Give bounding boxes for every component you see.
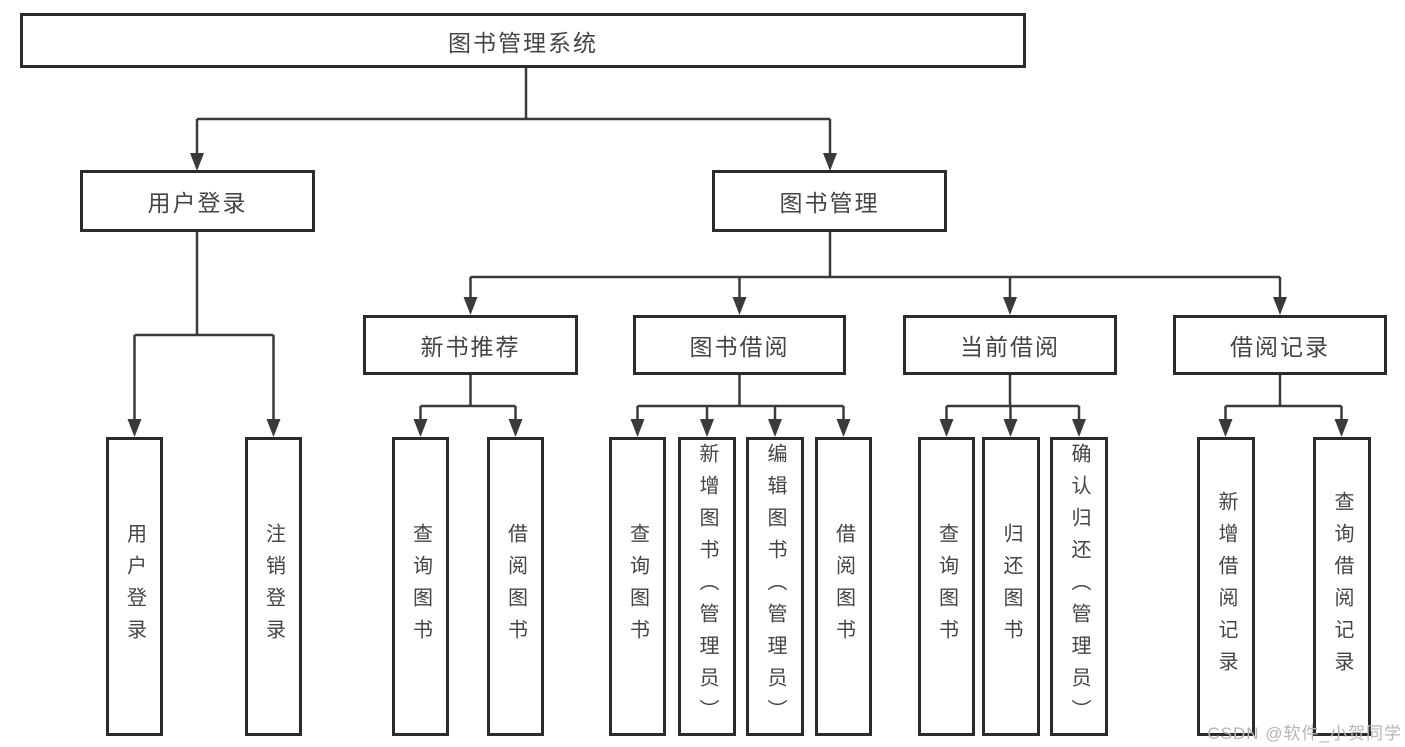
arrow-icon bbox=[413, 419, 428, 437]
node-book-borrow: 图书借阅 bbox=[633, 315, 846, 375]
node-book-management: 图书管理 bbox=[712, 170, 947, 232]
leaf-add-book-admin: 新增图书（管理员） bbox=[678, 437, 736, 736]
node-current-borrow: 当前借阅 bbox=[903, 315, 1117, 375]
node-root-label: 图书管理系统 bbox=[448, 29, 598, 56]
connector-bookmgmt-to-level3 bbox=[469, 232, 1282, 298]
arrow-icon bbox=[1273, 297, 1287, 315]
node-root: 图书管理系统 bbox=[20, 13, 1026, 68]
node-label: 新增借阅记录 bbox=[1215, 490, 1237, 683]
leaf-query-book-3: 查询图书 bbox=[918, 437, 975, 736]
node-label: 借阅记录 bbox=[1230, 334, 1330, 360]
arrow-icon bbox=[823, 153, 837, 171]
leaf-add-borrow-record: 新增借阅记录 bbox=[1197, 437, 1255, 736]
node-label: 确认归还（管理员） bbox=[1068, 442, 1090, 731]
leaf-return-book: 归还图书 bbox=[982, 437, 1040, 736]
node-label: 查询图书 bbox=[626, 522, 649, 651]
arrow-icon bbox=[463, 297, 478, 315]
arrow-icon bbox=[836, 419, 851, 437]
node-label: 归还图书 bbox=[1000, 522, 1022, 651]
arrow-icon bbox=[700, 419, 714, 437]
arrow-icon bbox=[1072, 419, 1086, 437]
arrow-icon bbox=[1003, 419, 1018, 437]
connector-bookborrow-to-leaves bbox=[636, 375, 845, 420]
node-label: 用户登录 bbox=[147, 190, 248, 216]
arrow-icon bbox=[1334, 419, 1349, 437]
node-borrow-record: 借阅记录 bbox=[1173, 315, 1387, 375]
node-user-login: 用户登录 bbox=[80, 170, 315, 232]
node-new-book-recommend: 新书推荐 bbox=[363, 315, 578, 375]
leaf-logout: 注销登录 bbox=[245, 437, 302, 736]
node-label: 图书管理 bbox=[779, 190, 880, 216]
leaf-query-borrow-record: 查询借阅记录 bbox=[1313, 437, 1371, 736]
node-label: 注销登录 bbox=[262, 522, 285, 651]
arrow-icon bbox=[1003, 297, 1017, 315]
node-label: 查询图书 bbox=[935, 522, 958, 651]
arrow-icon bbox=[190, 153, 204, 171]
arrow-icon bbox=[630, 419, 645, 437]
node-label: 用户登录 bbox=[123, 522, 146, 651]
node-label: 编辑图书（管理员） bbox=[764, 442, 786, 731]
node-label: 图书借阅 bbox=[689, 334, 790, 360]
leaf-borrow-book-2: 借阅图书 bbox=[815, 437, 872, 736]
node-label: 借阅图书 bbox=[832, 522, 855, 651]
node-label: 查询借阅记录 bbox=[1331, 490, 1353, 683]
leaf-borrow-book-1: 借阅图书 bbox=[487, 437, 544, 736]
arrow-icon bbox=[266, 419, 281, 437]
arrow-icon bbox=[127, 419, 142, 437]
node-label: 当前借阅 bbox=[960, 334, 1060, 360]
leaf-edit-book-admin: 编辑图书（管理员） bbox=[746, 437, 804, 736]
csdn-watermark: CSDN @软件_小贺同学 bbox=[1207, 724, 1402, 743]
leaf-user-login: 用户登录 bbox=[106, 437, 163, 736]
arrow-icon bbox=[768, 419, 782, 437]
arrow-icon bbox=[732, 297, 747, 315]
connector-root-to-level2 bbox=[195, 68, 832, 154]
arrow-icon bbox=[508, 419, 523, 437]
leaf-confirm-return-admin: 确认归还（管理员） bbox=[1050, 437, 1108, 736]
leaf-query-book-2: 查询图书 bbox=[609, 437, 666, 736]
node-label: 查询图书 bbox=[409, 522, 432, 651]
node-label: 新增图书（管理员） bbox=[696, 442, 718, 731]
connector-borrowrecord-to-leaves bbox=[1224, 375, 1343, 420]
leaf-query-book-1: 查询图书 bbox=[392, 437, 449, 736]
connector-newbook-to-leaves bbox=[419, 375, 517, 420]
connector-userlogin-to-leaves bbox=[133, 232, 275, 420]
node-label: 新书推荐 bbox=[420, 334, 521, 360]
connector-currentborrow-to-leaves bbox=[945, 375, 1081, 420]
arrow-icon bbox=[939, 419, 954, 437]
arrow-icon bbox=[1218, 419, 1233, 437]
node-label: 借阅图书 bbox=[504, 522, 527, 651]
arrowheads bbox=[127, 153, 1349, 437]
